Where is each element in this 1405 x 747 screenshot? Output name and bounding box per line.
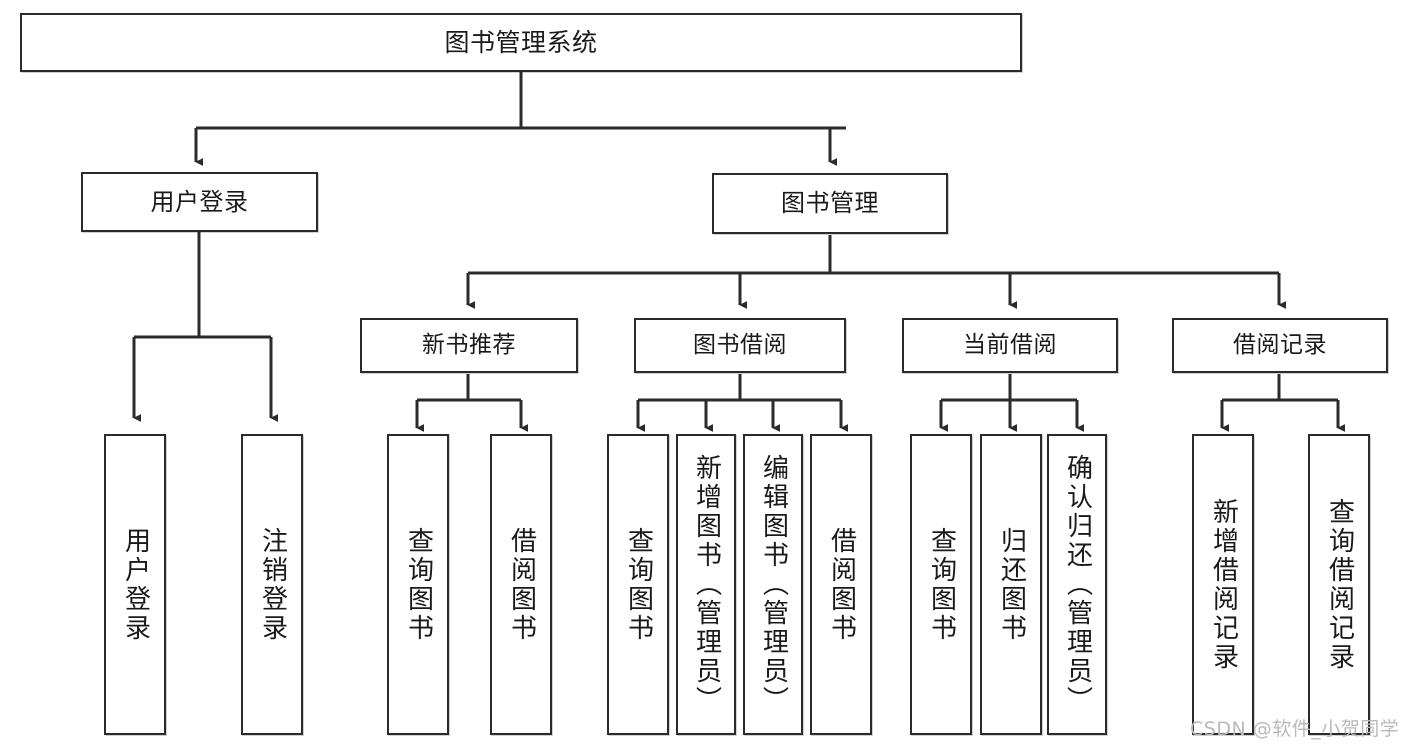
leaf-query-book-borrow[interactable]: 查询图书 (607, 434, 669, 735)
leaf-confirm-return-admin-label: 确认归还（管理员） (1062, 454, 1093, 715)
csdn-watermark: CSDN @软件_小贺同学 (1190, 718, 1400, 740)
node-new-book-recommend-label: 新书推荐 (422, 331, 516, 358)
node-book-borrow-label: 图书借阅 (693, 331, 787, 358)
leaf-return-book-label: 归还图书 (996, 526, 1027, 643)
leaf-add-borrow-record-label: 新增借阅记录 (1208, 497, 1239, 672)
leaf-confirm-return-admin[interactable]: 确认归还（管理员） (1047, 434, 1107, 735)
leaf-borrow-book-recommend-label: 借阅图书 (506, 526, 537, 643)
node-root-label: 图书管理系统 (444, 27, 598, 57)
leaf-query-book-recommend-label: 查询图书 (403, 526, 434, 643)
leaf-add-book-admin-label: 新增图书（管理员） (691, 454, 722, 715)
leaf-user-login[interactable]: 用户登录 (104, 434, 166, 735)
leaf-query-book-borrow-label: 查询图书 (623, 526, 654, 643)
leaf-return-book[interactable]: 归还图书 (980, 434, 1042, 735)
leaf-borrow-book-label: 借阅图书 (826, 526, 857, 643)
node-root[interactable]: 图书管理系统 (20, 13, 1022, 72)
node-current-borrow-label: 当前借阅 (963, 331, 1057, 358)
node-user-login-label: 用户登录 (150, 187, 249, 216)
leaf-add-borrow-record[interactable]: 新增借阅记录 (1192, 434, 1254, 735)
leaf-query-borrow-record[interactable]: 查询借阅记录 (1308, 434, 1370, 735)
leaf-query-book-current[interactable]: 查询图书 (910, 434, 972, 735)
leaf-logout[interactable]: 注销登录 (241, 434, 303, 735)
leaf-query-book-current-label: 查询图书 (926, 526, 957, 643)
node-book-management-label: 图书管理 (781, 189, 879, 218)
node-borrow-record-label: 借阅记录 (1233, 331, 1327, 358)
leaf-borrow-book[interactable]: 借阅图书 (810, 434, 872, 735)
leaf-user-login-label: 用户登录 (120, 526, 151, 643)
leaf-query-borrow-record-label: 查询借阅记录 (1324, 497, 1355, 672)
leaf-add-book-admin[interactable]: 新增图书（管理员） (676, 434, 736, 735)
leaf-logout-label: 注销登录 (257, 526, 288, 643)
leaf-borrow-book-recommend[interactable]: 借阅图书 (490, 434, 552, 735)
node-new-book-recommend[interactable]: 新书推荐 (360, 318, 578, 373)
leaf-edit-book-admin-label: 编辑图书（管理员） (758, 454, 789, 715)
node-book-management[interactable]: 图书管理 (712, 173, 948, 234)
node-user-login[interactable]: 用户登录 (81, 172, 318, 232)
node-current-borrow[interactable]: 当前借阅 (902, 318, 1118, 373)
leaf-edit-book-admin[interactable]: 编辑图书（管理员） (743, 434, 803, 735)
node-book-borrow[interactable]: 图书借阅 (634, 318, 846, 373)
leaf-query-book-recommend[interactable]: 查询图书 (387, 434, 449, 735)
node-borrow-record[interactable]: 借阅记录 (1172, 318, 1388, 373)
